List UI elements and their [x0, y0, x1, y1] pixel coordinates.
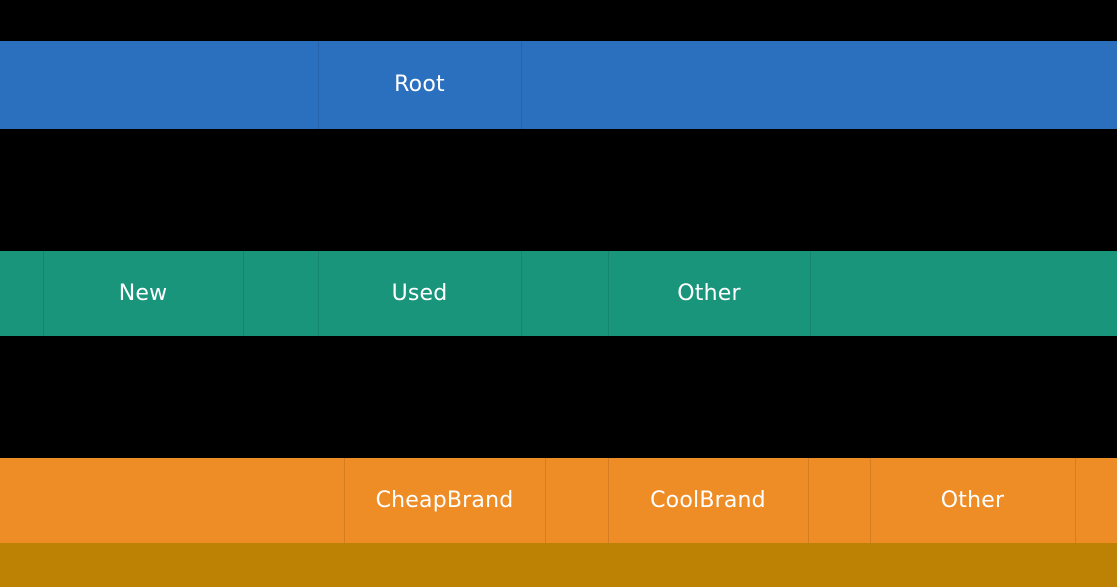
node-seam [870, 458, 871, 543]
icicle-node-other[interactable]: Other [608, 251, 810, 336]
icicle-node-other[interactable]: Other [870, 458, 1075, 543]
icicle-node-label: CoolBrand [650, 487, 766, 513]
node-seam [808, 458, 809, 543]
icicle-level-leaf-level [0, 543, 1117, 587]
node-seam [318, 41, 319, 129]
node-seam [545, 458, 546, 543]
icicle-node-unlabeled[interactable] [0, 251, 43, 336]
node-seam [344, 458, 345, 543]
node-seam [1075, 458, 1076, 543]
icicle-node-unlabeled[interactable] [243, 251, 318, 336]
icicle-node-unlabeled[interactable] [545, 458, 608, 543]
icicle-node-unlabeled[interactable] [810, 251, 1117, 336]
icicle-level-condition-level: New Used Other [0, 251, 1117, 336]
icicle-node-unlabeled[interactable] [0, 41, 318, 129]
icicle-level-brand-level: CheapBrand CoolBrand Other [0, 458, 1117, 543]
node-seam [318, 251, 319, 336]
icicle-level-root-level: Root [0, 41, 1117, 129]
icicle-node-root[interactable]: Root [318, 41, 521, 129]
icicle-node-label: Other [940, 487, 1005, 513]
icicle-node-unlabeled[interactable] [1075, 458, 1117, 543]
icicle-node-new[interactable]: New [43, 251, 243, 336]
icicle-node-cheapbrand[interactable]: CheapBrand [344, 458, 545, 543]
node-seam [521, 251, 522, 336]
node-seam [243, 251, 244, 336]
icicle-node-unlabeled[interactable] [0, 458, 344, 543]
icicle-node-used[interactable]: Used [318, 251, 521, 336]
node-seam [521, 41, 522, 129]
node-seam [608, 251, 609, 336]
icicle-node-label: Root [394, 72, 445, 97]
icicle-node-unlabeled[interactable] [808, 458, 870, 543]
icicle-node-coolbrand[interactable]: CoolBrand [608, 458, 808, 543]
icicle-node-unlabeled[interactable] [521, 251, 608, 336]
icicle-node-label: CheapBrand [375, 487, 514, 513]
node-seam [43, 251, 44, 336]
icicle-node-unlabeled[interactable] [0, 543, 1117, 587]
icicle-node-unlabeled[interactable] [521, 41, 1117, 129]
node-seam [608, 458, 609, 543]
icicle-node-label: New [118, 280, 168, 306]
icicle-node-label: Other [677, 280, 741, 306]
node-seam [810, 251, 811, 336]
icicle-node-label: Used [391, 280, 448, 306]
